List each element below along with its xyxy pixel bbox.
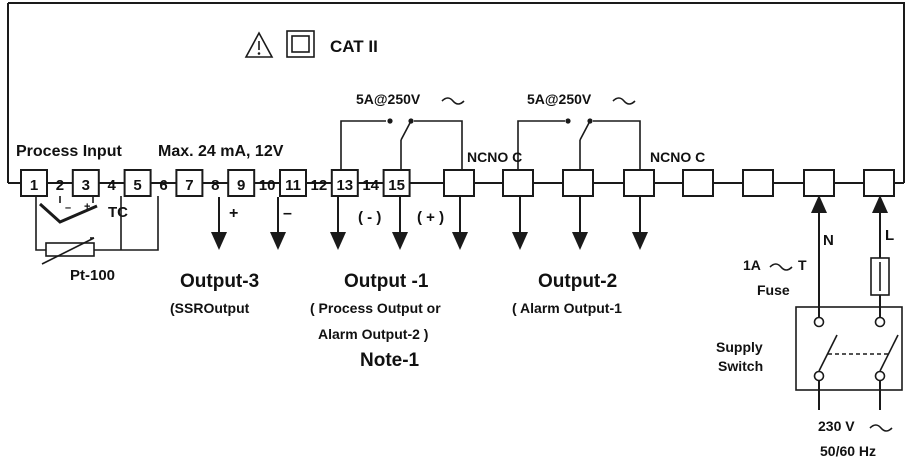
relay-1-contact — [340, 118, 463, 177]
terminal-box — [279, 169, 307, 197]
terminal-number: 1 — [30, 177, 38, 194]
ncnoc-label-2: NCNO C — [650, 149, 705, 165]
fuse-rating: 1A — [743, 257, 761, 273]
terminal-number: 15 — [388, 177, 405, 194]
terminal-number: 5 — [133, 177, 141, 194]
terminal-number: 13 — [336, 177, 353, 194]
ac-symbol-icon — [869, 424, 893, 432]
terminal-number: 7 — [185, 177, 193, 194]
output-1-minus: ( - ) — [358, 209, 381, 226]
device-outline — [7, 2, 905, 180]
ncnoc-label-1: NCNO C — [467, 149, 522, 165]
relay-1-rating: 5A@250V — [356, 91, 421, 107]
terminal-box — [227, 169, 256, 197]
output-3-title: Output-3 — [180, 271, 259, 292]
terminal-box — [71, 169, 100, 197]
output-1-plus: ( + ) — [417, 209, 444, 226]
pt100-label: Pt-100 — [70, 267, 115, 284]
tc-minus: – — [65, 202, 71, 214]
thermocouple-sensor: – + — [38, 196, 98, 224]
terminal-number: 3 — [82, 177, 90, 194]
process-input-label: Process Input — [16, 143, 122, 160]
terminal-number: 11 — [285, 177, 301, 194]
terminal-number: 6 — [159, 177, 167, 194]
terminal-number: 8 — [211, 177, 219, 194]
output-2-title: Output-2 — [538, 271, 617, 292]
supply-switch-label-2: Switch — [718, 358, 763, 374]
output-3-subtitle: (SSROutput — [170, 300, 250, 316]
supply-switch — [795, 306, 903, 410]
tc-label: TC — [108, 204, 128, 221]
terminal-number: 14 — [362, 177, 379, 194]
line-label: L — [885, 227, 894, 244]
relay-2-contact — [517, 118, 641, 177]
output-arrow-head — [270, 232, 286, 250]
pt100-sensor — [35, 196, 159, 265]
output-3-minus: – — [283, 205, 292, 222]
terminal-number: 10 — [259, 177, 276, 194]
tc-plus: + — [84, 201, 90, 213]
output-arrow-head — [211, 232, 227, 250]
output-3-plus: + — [229, 205, 238, 222]
note-label: Note-1 — [360, 350, 420, 371]
warning-triangle-icon — [244, 31, 274, 58]
output-arrow-head — [632, 232, 648, 250]
terminal-number: 12 — [311, 177, 328, 194]
power-supply-wiring — [811, 195, 890, 318]
output-arrows — [211, 197, 648, 250]
output-arrow-head — [572, 232, 588, 250]
terminal-number: 2 — [56, 177, 64, 194]
relay-2-rating: 5A@250V — [527, 91, 592, 107]
double-insulation-icon — [286, 30, 315, 58]
max-rating-label: Max. 24 mA, 12V — [158, 143, 284, 160]
ac-symbol-icon — [612, 97, 636, 105]
output-arrow-head — [330, 232, 346, 250]
output-arrow-head — [452, 232, 468, 250]
terminal-box — [175, 169, 204, 197]
terminal-box — [382, 169, 411, 197]
output-1-subtitle-1: ( Process Output or — [310, 300, 441, 316]
frequency-label: 50/60 Hz — [820, 443, 876, 459]
fuse-label: Fuse — [757, 282, 790, 298]
output-1-subtitle-2: Alarm Output-2 ) — [318, 326, 428, 342]
terminal-number: 4 — [108, 177, 117, 194]
terminal-number: 9 — [237, 177, 245, 194]
terminal-box — [330, 169, 359, 197]
cat-label: CAT II — [330, 37, 378, 56]
terminal-box — [20, 169, 48, 197]
fuse-type: T — [798, 257, 807, 273]
output-arrow-head — [392, 232, 408, 250]
terminal-box — [123, 169, 152, 197]
output-2-subtitle: ( Alarm Output-1 — [512, 300, 622, 316]
supply-switch-label-1: Supply — [716, 339, 763, 355]
output-arrow-head — [512, 232, 528, 250]
ac-symbol-icon — [769, 263, 793, 271]
output-1-title: Output -1 — [344, 271, 429, 292]
neutral-label: N — [823, 232, 834, 249]
ac-symbol-icon — [441, 97, 465, 105]
voltage-label: 230 V — [818, 418, 855, 434]
